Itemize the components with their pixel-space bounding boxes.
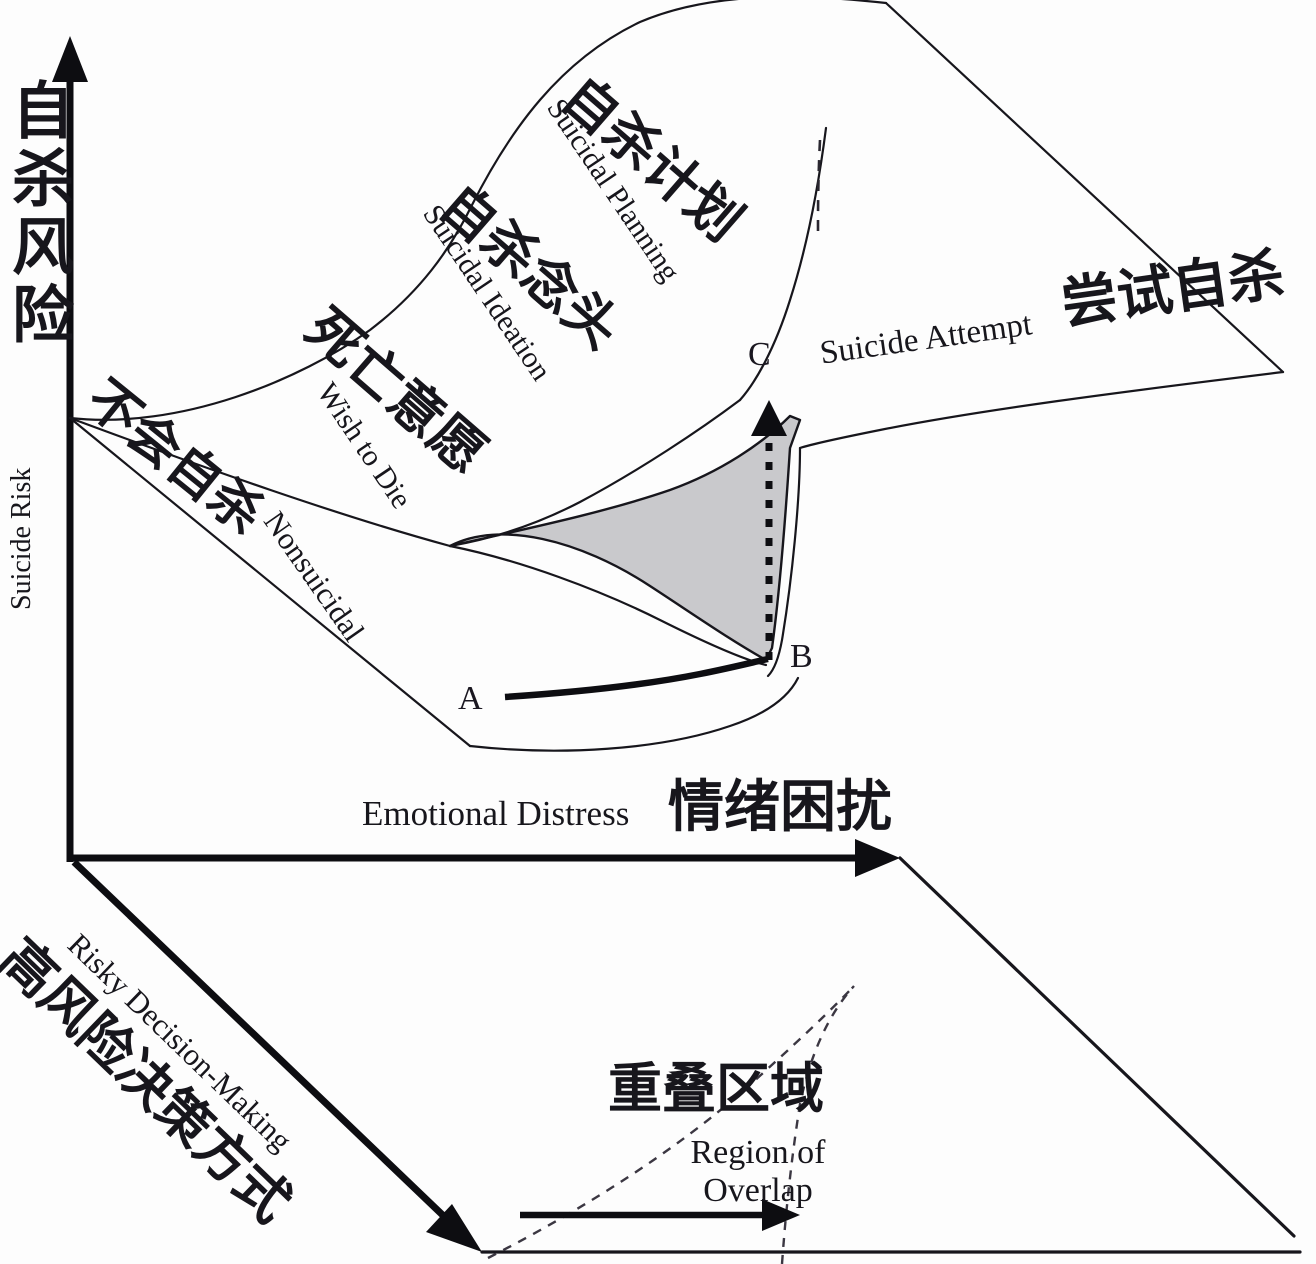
control-plane-outline [480,856,1302,1254]
overlap-width-arrow [520,1199,800,1231]
risky-decision-axis-graphic [71,859,482,1252]
point-a-label: A [458,680,483,717]
suicide-risk-axis-graphic [52,36,88,862]
suicide-risk-axis-label-en: Suicide Risk [6,467,37,610]
catastrophe-jump-arrow [751,400,787,660]
region-of-overlap-boundaries [487,985,855,1264]
cusp-shaded-wedge [448,414,802,662]
region-of-overlap-label-cjk: 重叠区域 [608,1057,824,1120]
lower-fold-curve [448,544,768,667]
region-of-overlap-label-en: Region of Overlap [648,1134,868,1210]
point-c-label: C [748,336,771,373]
suicide-risk-axis-label-cjk: 自杀风险 [1,78,74,350]
trajectory-a-to-b [504,655,769,701]
emotional-distress-axis-label-cjk: 情绪困扰 [668,775,892,840]
emotional-distress-axis-label-en: Emotional Distress [362,794,630,833]
region-of-overlap-label-en-line1: Region of [690,1134,826,1171]
cusp-surface-outline [68,0,1285,752]
region-of-overlap-label-en-line2: Overlap [703,1172,813,1210]
upper-sheet-bifurcation-dash [816,139,822,233]
point-b-label: B [790,638,813,675]
emotional-distress-axis-graphic [70,839,900,877]
